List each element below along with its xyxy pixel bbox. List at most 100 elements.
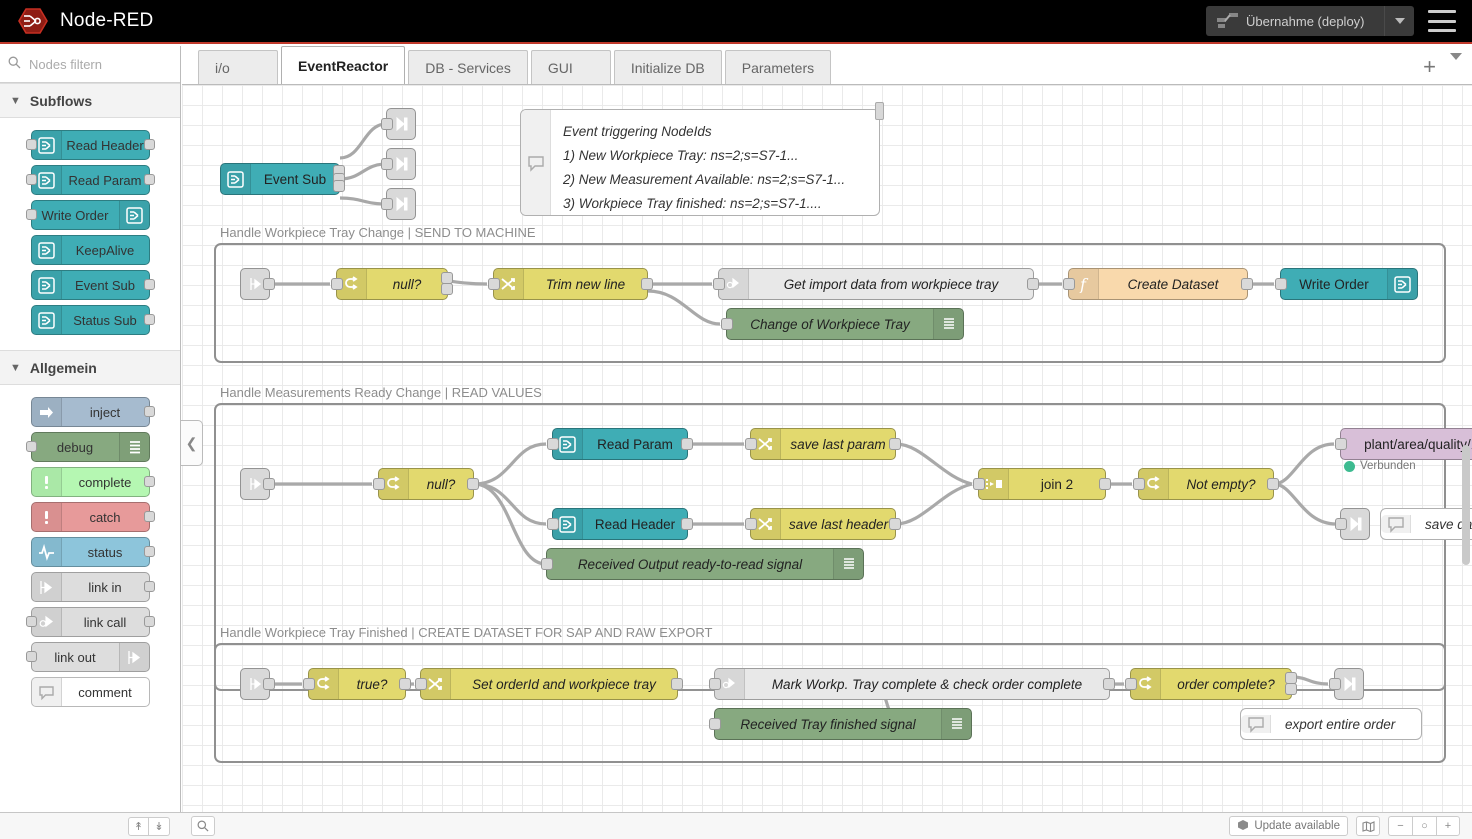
output-port[interactable]	[441, 282, 453, 295]
search-input[interactable]	[27, 55, 172, 73]
tab-eventreactor[interactable]: EventReactor	[281, 46, 406, 84]
palette-search[interactable]	[0, 46, 180, 83]
hamburger-menu-icon[interactable]	[1428, 10, 1456, 32]
input-port[interactable]	[381, 197, 393, 210]
input-port[interactable]	[415, 677, 427, 690]
flow-node-mark-workp-tray-complete[interactable]: Mark Workp. Tray complete & check order …	[709, 668, 1115, 700]
output-port[interactable]	[1027, 277, 1039, 290]
input-port[interactable]	[1275, 277, 1287, 290]
tab-gui[interactable]: GUI	[530, 50, 611, 84]
flow-node-set-orderid[interactable]: Set orderId and workpiece tray	[415, 668, 683, 700]
input-port[interactable]	[1335, 517, 1347, 530]
tab-menu-chevron-down-icon[interactable]	[1450, 52, 1462, 75]
palette-node-link-in[interactable]: link in	[30, 572, 155, 602]
input-port[interactable]	[381, 117, 393, 130]
flow-node-not-empty[interactable]: Not empty?	[1133, 468, 1279, 500]
input-port[interactable]	[1125, 677, 1137, 690]
input-port[interactable]	[973, 477, 985, 490]
input-port[interactable]	[25, 651, 37, 662]
input-port[interactable]	[1063, 277, 1075, 290]
output-port[interactable]	[1103, 677, 1115, 690]
resize-handle[interactable]	[875, 102, 884, 120]
palette-node-link-out[interactable]: link out	[25, 642, 150, 672]
palette-node-status[interactable]: status	[30, 537, 155, 567]
expand-all-chevrons-down-icon[interactable]: ↡	[149, 816, 170, 836]
flow-node-debug-received-tray-finished[interactable]: Received Tray finished signal	[709, 708, 972, 740]
flow-node-create-dataset[interactable]: f Create Dataset	[1063, 268, 1253, 300]
input-port[interactable]	[745, 437, 757, 450]
input-port[interactable]	[331, 277, 343, 290]
flow-node-null-check-g1[interactable]: null?	[331, 268, 453, 300]
palette-node-debug[interactable]: debug	[25, 432, 150, 462]
flow-node-comment-save-dataset[interactable]: save dataset to cache	[1380, 508, 1472, 540]
flow-node-save-last-header[interactable]: save last header	[745, 508, 901, 540]
output-port[interactable]	[143, 616, 155, 627]
palette-collapse-chevron-left-icon[interactable]: ❮	[181, 420, 203, 466]
flow-node-link-in-g3[interactable]	[240, 668, 275, 700]
input-port[interactable]	[709, 717, 721, 730]
input-port[interactable]	[1329, 677, 1341, 690]
output-port[interactable]	[143, 476, 155, 487]
search-icon[interactable]	[191, 816, 215, 836]
output-port[interactable]	[143, 546, 155, 557]
palette-node-write-order[interactable]: Write Order	[25, 200, 150, 230]
input-port[interactable]	[25, 139, 37, 150]
output-port[interactable]	[143, 174, 155, 185]
zoom-out-minus-icon[interactable]: −	[1388, 816, 1412, 836]
palette-node-catch[interactable]: catch	[30, 502, 155, 532]
palette-category-allgemein[interactable]: ▼Allgemein	[0, 350, 180, 385]
flow-node-event-sub[interactable]: Event Sub	[220, 163, 345, 195]
output-port[interactable]	[889, 437, 901, 450]
output-port[interactable]	[889, 517, 901, 530]
flow-node-mqtt-out[interactable]: plant/area/quality/1411005/raw	[1335, 428, 1472, 460]
output-port[interactable]	[263, 277, 275, 290]
output-port[interactable]	[1267, 477, 1279, 490]
canvas-vertical-scrollbar[interactable]	[1462, 445, 1470, 565]
input-port[interactable]	[745, 517, 757, 530]
input-port[interactable]	[721, 317, 733, 330]
input-port[interactable]	[541, 557, 553, 570]
flow-canvas[interactable]: Event Sub	[182, 85, 1472, 812]
palette-node-read-param[interactable]: Read Param	[25, 165, 155, 195]
input-port[interactable]	[25, 441, 37, 452]
output-port[interactable]	[143, 406, 155, 417]
flow-node-debug-change-of-workpiece-tray[interactable]: Change of Workpiece Tray	[721, 308, 964, 340]
tab-db-services[interactable]: DB - Services	[408, 50, 528, 84]
palette-node-keepalive[interactable]: KeepAlive	[30, 235, 150, 265]
output-port[interactable]	[143, 314, 155, 325]
input-port[interactable]	[1335, 437, 1347, 450]
flow-node-get-import-data[interactable]: Get import data from workpiece tray	[713, 268, 1039, 300]
output-port[interactable]	[467, 477, 479, 490]
flow-node-trim-new-line[interactable]: Trim new line	[488, 268, 653, 300]
flow-node-order-complete[interactable]: order complete?	[1125, 668, 1297, 700]
input-port[interactable]	[373, 477, 385, 490]
flow-canvas-scroll[interactable]: Event Sub	[182, 85, 1472, 812]
input-port[interactable]	[25, 209, 37, 220]
flow-node-link-out-2[interactable]	[381, 148, 416, 180]
input-port[interactable]	[25, 174, 37, 185]
navigator-map-icon[interactable]	[1356, 816, 1380, 836]
update-available-badge[interactable]: Update available	[1229, 816, 1348, 836]
output-port[interactable]	[641, 277, 653, 290]
deploy-button[interactable]: Übernahme (deploy)	[1206, 6, 1414, 36]
output-port[interactable]	[671, 677, 683, 690]
collapse-all-chevrons-up-icon[interactable]: ↟	[128, 816, 149, 836]
flow-node-save-last-param[interactable]: save last param	[745, 428, 901, 460]
palette-node-inject[interactable]: inject	[30, 397, 155, 427]
flow-node-link-out-g2[interactable]	[1335, 508, 1370, 540]
tab-initialize-db[interactable]: Initialize DB	[613, 50, 722, 84]
flow-node-comment-event-ids[interactable]: Event triggering NodeIds 1) New Workpiec…	[520, 102, 884, 216]
palette-category-subflows[interactable]: ▼Subflows	[0, 83, 180, 118]
input-port[interactable]	[303, 677, 315, 690]
flow-node-comment-export-entire-order[interactable]: export entire order	[1240, 708, 1422, 740]
palette-node-comment[interactable]: comment	[30, 677, 150, 707]
input-port[interactable]	[709, 677, 721, 690]
tab-parameters[interactable]: Parameters	[724, 50, 832, 84]
flow-node-join-2[interactable]: join 2	[973, 468, 1111, 500]
flow-node-link-out-1[interactable]	[381, 108, 416, 140]
flow-node-null-check-g2[interactable]: null?	[373, 468, 479, 500]
palette-node-status-sub[interactable]: Status Sub	[30, 305, 155, 335]
tab-i-o[interactable]: i/o	[198, 50, 278, 84]
input-port[interactable]	[547, 437, 559, 450]
input-port[interactable]	[1133, 477, 1145, 490]
